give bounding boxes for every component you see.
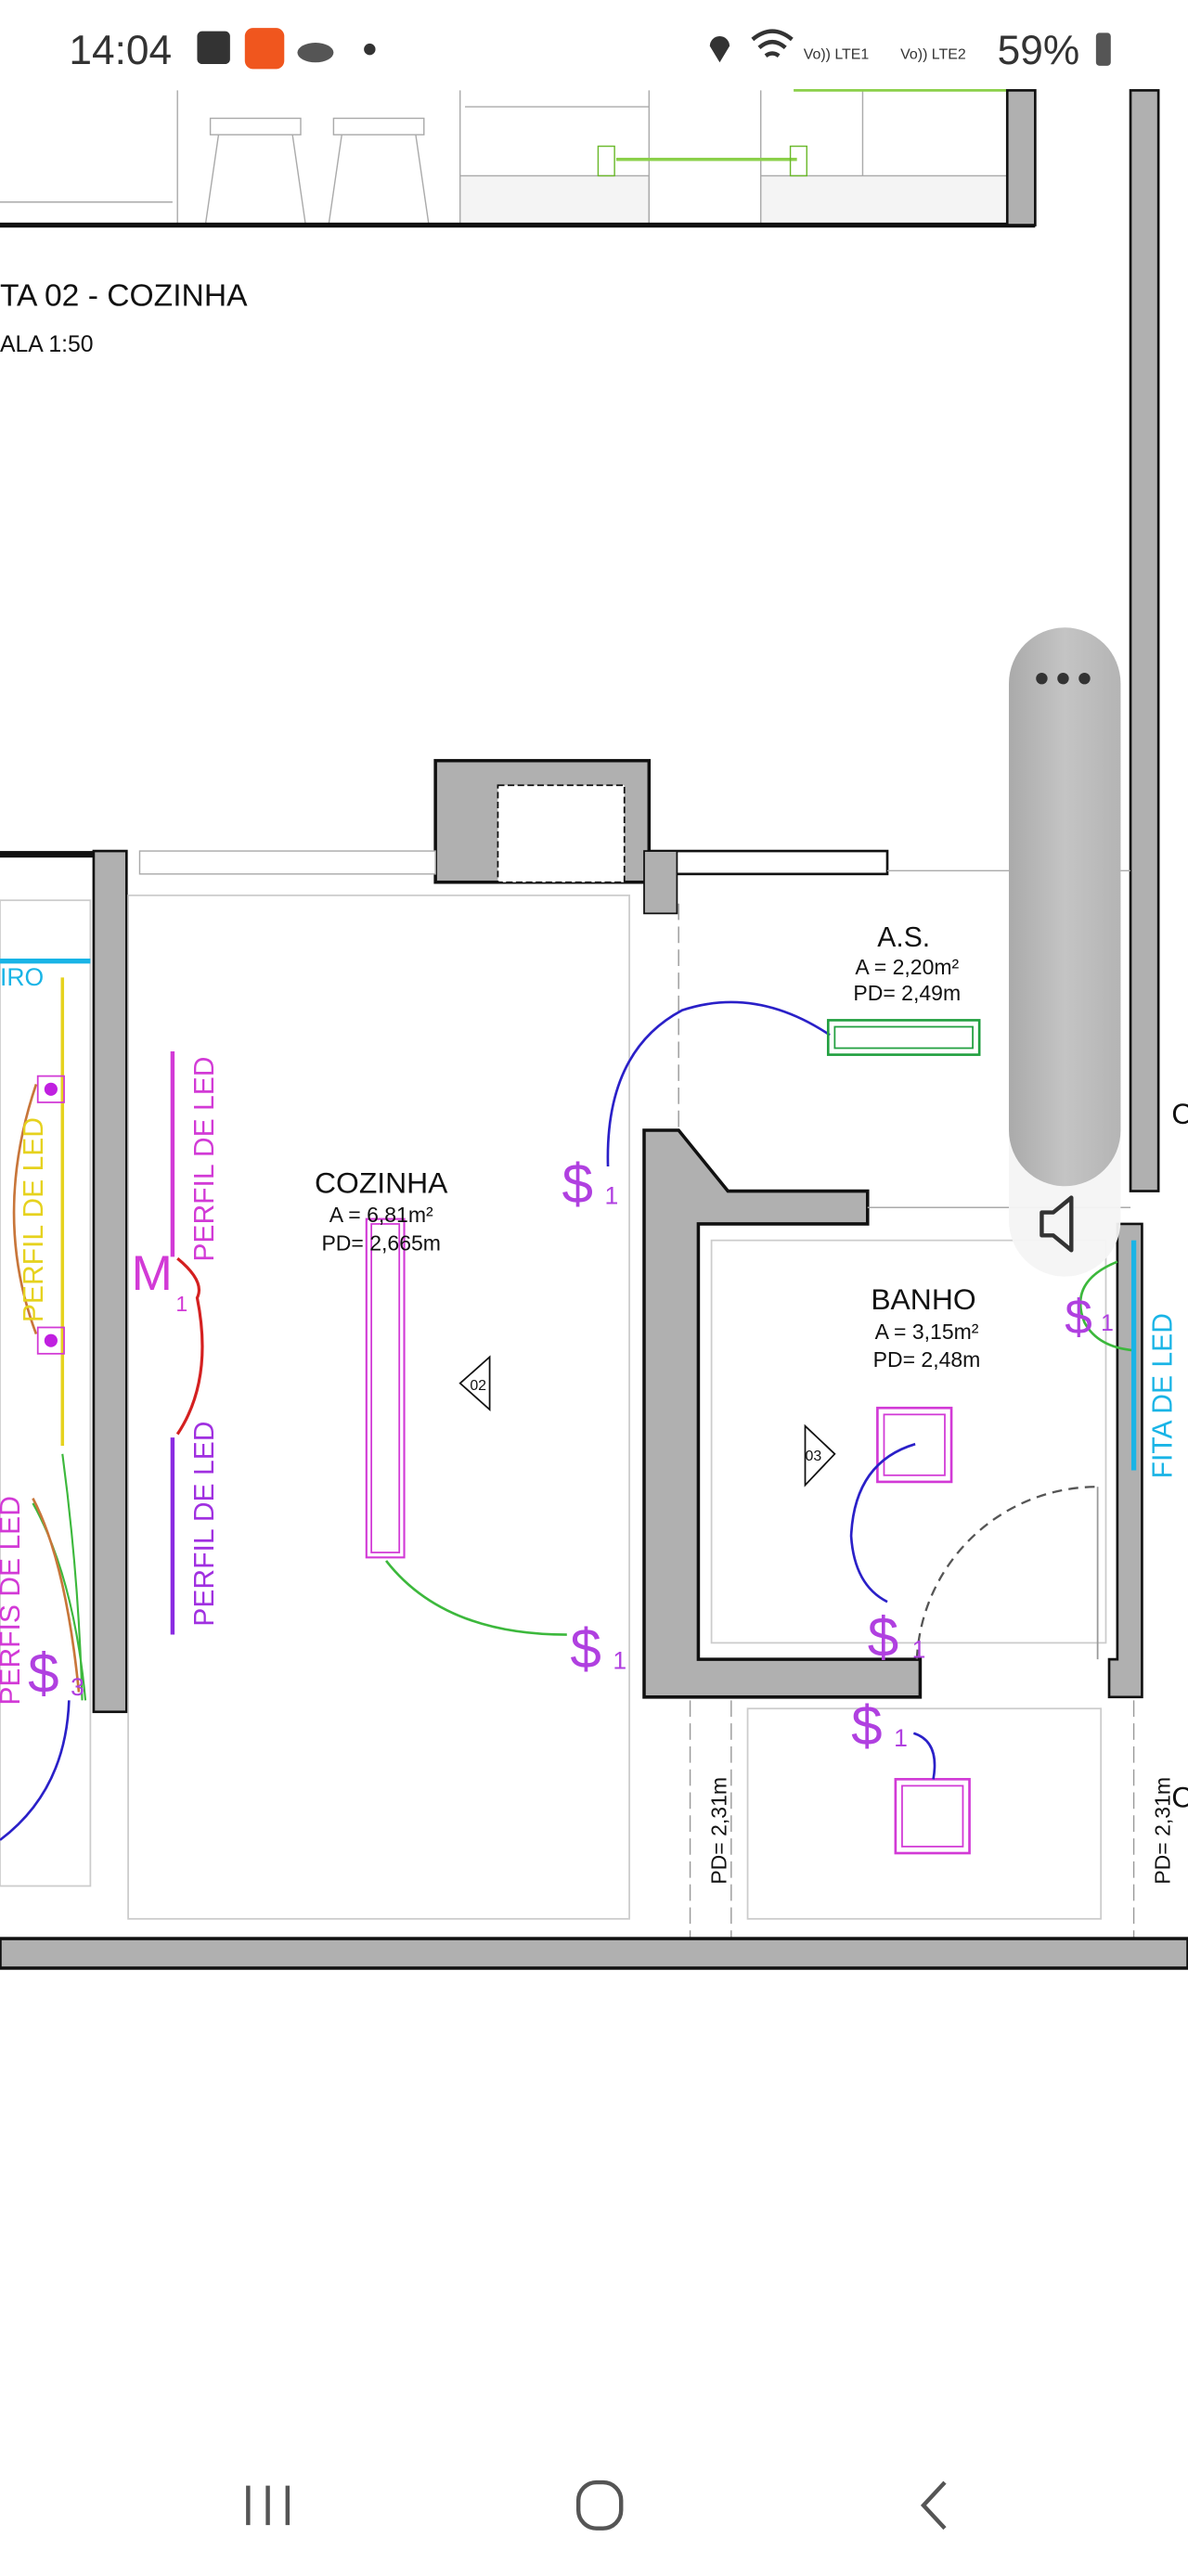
volume-panel[interactable]	[1009, 627, 1121, 1277]
room-name-as: A.S.	[877, 922, 930, 953]
label-perfil-led: PERFIL DE LED	[189, 1056, 220, 1261]
switch-symbol: $ 1	[1065, 1291, 1114, 1346]
svg-text:1: 1	[175, 1292, 187, 1316]
stool	[332, 117, 425, 135]
svg-text:1: 1	[605, 1182, 619, 1210]
outlet-symbol	[789, 145, 807, 177]
gallery-icon	[197, 31, 230, 65]
wall	[1005, 89, 1037, 226]
outlet-symbol	[597, 145, 615, 177]
view-marker-02	[458, 1355, 491, 1411]
elevation-drawing	[0, 89, 1008, 226]
svg-text:1: 1	[1101, 1311, 1114, 1336]
switch-symbol: $ 1	[570, 1617, 626, 1680]
more-options-icon[interactable]	[1036, 672, 1091, 685]
navigation-bar	[246, 2479, 947, 2531]
volume-slider[interactable]	[1009, 627, 1121, 1187]
switch-symbol: $ 1	[868, 1606, 926, 1668]
switch-symbol: $ 1	[851, 1694, 908, 1757]
room-pd-cozinha: PD= 2,665m	[321, 1230, 441, 1255]
svg-text:1: 1	[894, 1724, 908, 1752]
electrical-layer	[0, 959, 1137, 1855]
room-area-banho: A = 3,15m²	[875, 1320, 979, 1344]
label-fita-led: FITA DE LED	[1147, 1313, 1178, 1478]
sim1-label: Vo)) LTE1	[804, 47, 870, 63]
svg-text:1: 1	[912, 1635, 926, 1663]
label-c: C	[1171, 1097, 1188, 1130]
floor-plan	[0, 758, 1188, 1970]
sheet-title: TA 02 - COZINHA	[0, 278, 248, 313]
room-area-as: A = 2,20m²	[855, 955, 959, 979]
speaker-icon[interactable]	[1040, 1195, 1074, 1253]
label-perfil-led: PERFIL DE LED	[189, 1421, 220, 1626]
label-pd-231: PD= 2,31m	[707, 1777, 731, 1885]
plan-labels: IRO COZINHA A = 6,81m² PD= 2,665m A.S. A…	[0, 922, 1188, 1885]
svg-text:$: $	[562, 1153, 592, 1215]
view-marker-03	[804, 1423, 836, 1488]
room-name-cozinha: COZINHA	[315, 1166, 448, 1199]
svg-text:$: $	[570, 1617, 600, 1680]
motor-symbol: M 1	[132, 1246, 188, 1316]
switch-symbol: $ 1	[562, 1153, 618, 1215]
back-icon[interactable]	[920, 2480, 947, 2531]
sim2-label: Vo)) LTE2	[900, 47, 966, 63]
svg-text:M: M	[132, 1246, 173, 1301]
home-icon[interactable]	[575, 2479, 624, 2531]
svg-text:$: $	[28, 1642, 58, 1705]
view-label-03: 03	[805, 1449, 821, 1464]
svg-text:3: 3	[71, 1673, 84, 1701]
room-name-banho: BANHO	[871, 1282, 975, 1316]
cloud-icon	[297, 43, 334, 63]
status-bar: 14:04 Vo)) LTE1 Vo)) LTE2 59%	[69, 28, 1111, 73]
stool	[209, 117, 302, 135]
dot-icon	[364, 43, 376, 56]
svg-text:$: $	[1065, 1291, 1092, 1346]
label-c: C	[1171, 1780, 1188, 1813]
svg-text:1: 1	[613, 1647, 626, 1675]
wifi-icon	[751, 29, 794, 58]
label-perfis-led: PERFIS DE LED	[0, 1496, 26, 1706]
recent-apps-icon[interactable]	[246, 2485, 291, 2526]
battery-icon	[1095, 32, 1111, 66]
app-notification-icon	[244, 28, 285, 70]
room-area-cozinha: A = 6,81m²	[329, 1203, 433, 1227]
switch-symbol: $ 3	[28, 1642, 84, 1705]
label-iro: IRO	[0, 963, 44, 991]
label-pd-231: PD= 2,31m	[1151, 1777, 1175, 1885]
room-pd-as: PD= 2,49m	[853, 981, 961, 1005]
svg-text:$: $	[851, 1694, 882, 1757]
sheet-scale: ALA 1:50	[0, 332, 94, 357]
location-icon	[709, 35, 730, 63]
svg-text:$: $	[868, 1606, 898, 1668]
view-label-02: 02	[470, 1378, 486, 1394]
room-pd-banho: PD= 2,48m	[873, 1347, 981, 1372]
wall	[1129, 89, 1160, 1192]
battery-percent: 59%	[998, 28, 1080, 73]
clock: 14:04	[69, 28, 172, 73]
label-perfil-led: PERFIL DE LED	[19, 1117, 49, 1322]
